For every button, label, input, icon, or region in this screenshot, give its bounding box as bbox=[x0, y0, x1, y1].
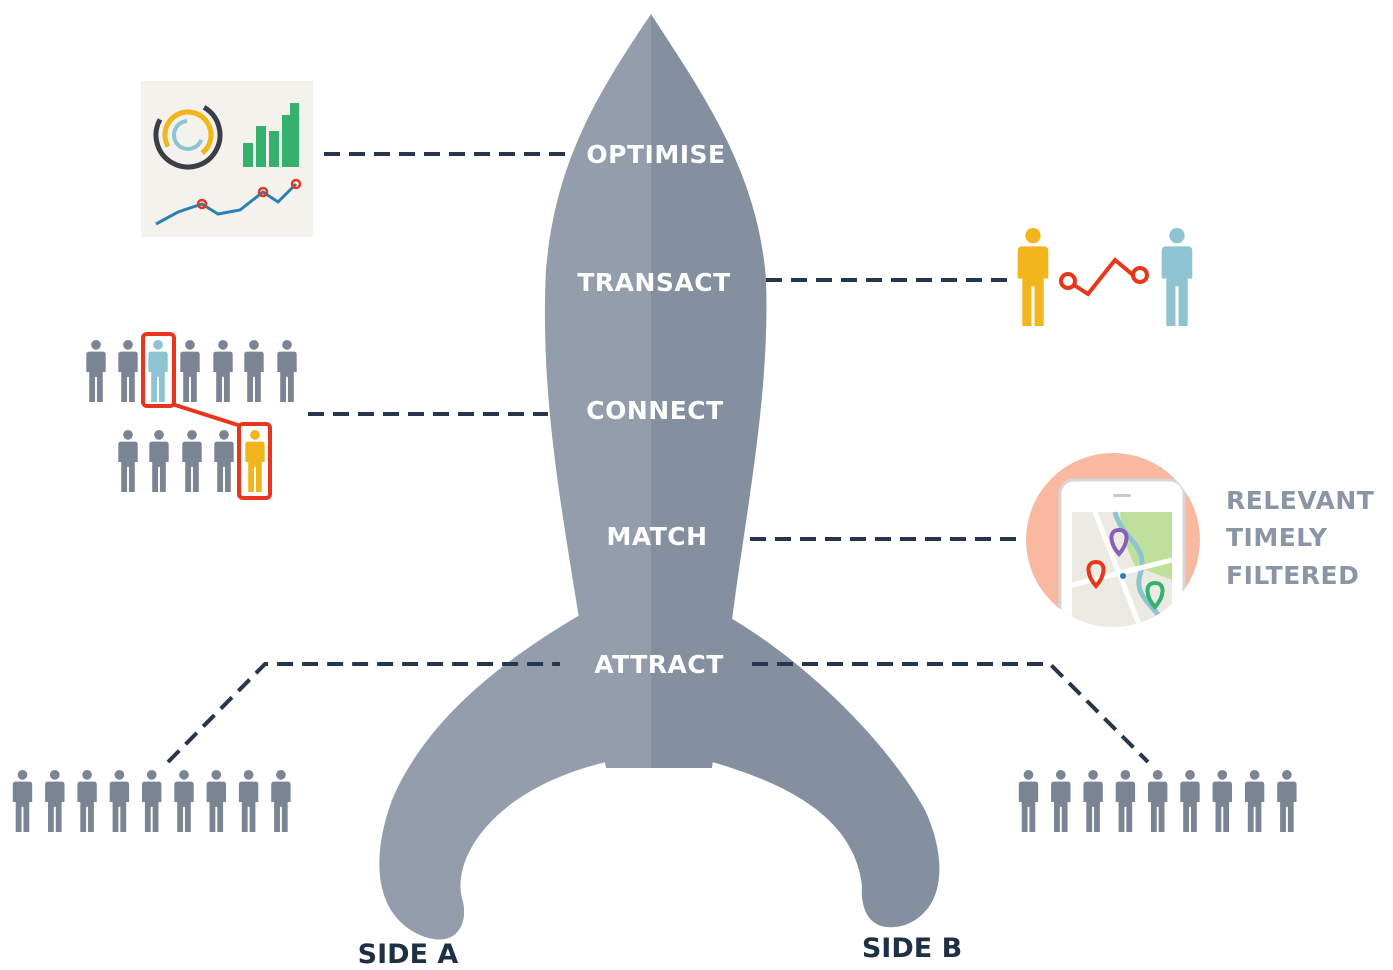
rocket-nose-right bbox=[651, 14, 767, 768]
match-quality-timely: TIMELY bbox=[1226, 523, 1328, 552]
match-quality-relevant: RELEVANT bbox=[1226, 486, 1374, 515]
connector-attract-right bbox=[752, 662, 1150, 764]
stage-label-optimise: OPTIMISE bbox=[586, 140, 725, 169]
person-icon bbox=[45, 770, 65, 832]
person-icon bbox=[1148, 770, 1168, 832]
person-icon bbox=[109, 770, 130, 832]
person-icon bbox=[238, 770, 259, 832]
connect-row-top bbox=[86, 340, 297, 402]
person-icon bbox=[1083, 770, 1103, 832]
connectors bbox=[166, 152, 1150, 764]
stage-label-attract: ATTRACT bbox=[594, 650, 724, 679]
side-b-label: SIDE B bbox=[862, 933, 962, 964]
person-icon bbox=[1018, 770, 1039, 832]
side-b-crowd bbox=[1018, 770, 1297, 832]
rocket-fin-left bbox=[379, 612, 606, 940]
rocket-body bbox=[379, 14, 940, 940]
person-icon bbox=[206, 770, 226, 832]
person-to-person-transaction-icon bbox=[1017, 228, 1193, 326]
stage-label-transact: TRANSACT bbox=[577, 268, 730, 297]
rocket-nose-left bbox=[544, 14, 651, 768]
rocket-fin-right bbox=[712, 612, 940, 928]
highlighted-person-blue bbox=[148, 340, 168, 402]
person-icon bbox=[1115, 770, 1136, 832]
match-quality-filtered: FILTERED bbox=[1226, 561, 1359, 590]
mobile-map-icon bbox=[1026, 453, 1200, 627]
person-icon bbox=[12, 770, 33, 832]
person-icon bbox=[77, 770, 97, 832]
person-icon bbox=[1180, 770, 1200, 832]
people-connection-icon bbox=[86, 332, 297, 500]
connect-row-bottom bbox=[118, 430, 234, 492]
person-icon bbox=[1244, 770, 1265, 832]
person-icon bbox=[174, 770, 194, 832]
person-icon bbox=[1212, 770, 1232, 832]
stage-label-connect: CONNECT bbox=[586, 396, 723, 425]
connector-attract-left bbox=[166, 662, 560, 764]
side-a-label: SIDE A bbox=[358, 939, 459, 970]
highlighted-person-yellow bbox=[245, 430, 265, 492]
person-icon bbox=[142, 770, 162, 832]
person-icon bbox=[1277, 770, 1297, 832]
stage-label-match: MATCH bbox=[606, 522, 707, 551]
analytics-charts-icon bbox=[141, 81, 313, 237]
side-a-crowd bbox=[12, 770, 291, 832]
person-icon bbox=[1051, 770, 1071, 832]
person-icon bbox=[271, 770, 291, 832]
